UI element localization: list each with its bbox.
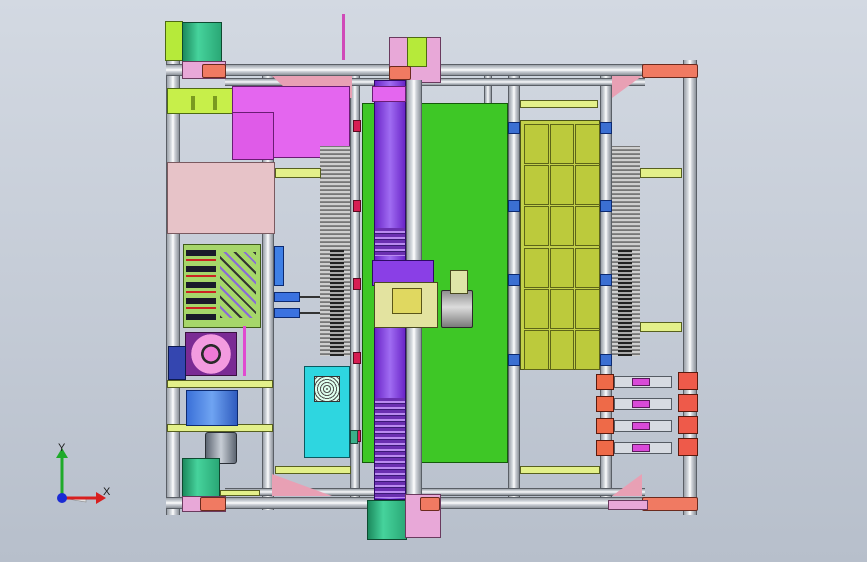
- frame-rail-mid-b: [508, 75, 520, 500]
- pcb-components: [220, 252, 256, 318]
- power-box-connector: [350, 430, 358, 444]
- tray-cell: [575, 288, 600, 329]
- tray-cell: [575, 329, 600, 370]
- yellow-spacer-1: [275, 168, 321, 178]
- tray-cell: [549, 124, 575, 165]
- connector-block-lower[interactable]: [274, 308, 300, 318]
- tray-cell: [524, 124, 549, 165]
- sensor-block[interactable]: [450, 270, 468, 294]
- tray-cell: [575, 165, 600, 206]
- axis-y-label: Y: [58, 442, 66, 454]
- tray-cell: [575, 124, 600, 165]
- clamp-magenta-tab: [632, 378, 650, 386]
- rail-clamp-3[interactable]: [508, 274, 520, 286]
- rail-clamp-6[interactable]: [600, 200, 612, 212]
- cooling-fan[interactable]: [185, 332, 237, 376]
- connector-block-upper[interactable]: [274, 292, 300, 302]
- tray-cell: [549, 329, 575, 370]
- cable-drag-chain[interactable]: [375, 398, 405, 498]
- corner-bracket-top-right[interactable]: [642, 64, 698, 78]
- rail-clamp-2[interactable]: [508, 200, 520, 212]
- printhead-nozzle[interactable]: [441, 290, 473, 328]
- cable-lower: [300, 312, 322, 314]
- frame-rail-right-inner: [600, 75, 612, 500]
- rail-clamp-5[interactable]: [600, 122, 612, 134]
- rail-clamp-1[interactable]: [508, 122, 520, 134]
- clamp-red-block[interactable]: [596, 418, 614, 434]
- yellow-crossbar-left-1: [167, 380, 273, 388]
- yellow-spacer-5: [640, 322, 682, 332]
- corner-bracket-bottom-left[interactable]: [200, 497, 226, 511]
- clamp-magenta-tab: [632, 444, 650, 452]
- clamp-red-block[interactable]: [596, 396, 614, 412]
- corner-bracket-bottom-right[interactable]: [642, 497, 698, 511]
- corner-bracket-top-left[interactable]: [202, 64, 226, 78]
- lead-screw-right-teeth: [618, 250, 632, 356]
- right-clamp-stack[interactable]: [596, 372, 700, 464]
- rail-clamp-7[interactable]: [600, 274, 612, 286]
- right-pink-plate: [608, 500, 648, 510]
- component-tray[interactable]: [520, 120, 600, 370]
- tray-cell: [575, 247, 600, 288]
- pink-electronics-panel[interactable]: [167, 162, 275, 234]
- tray-cell: [549, 288, 575, 329]
- tray-cell: [524, 288, 549, 329]
- tray-cell: [549, 247, 575, 288]
- clamp-red-block[interactable]: [678, 416, 698, 434]
- frame-rail-mid-c: [484, 75, 492, 105]
- tray-cell: [524, 165, 549, 206]
- cable-pink: [243, 326, 246, 376]
- cable-upper: [300, 296, 322, 298]
- gantry-lime-block-top[interactable]: [407, 37, 427, 67]
- blue-motor-housing[interactable]: [186, 390, 238, 426]
- yellow-spacer-6: [520, 466, 600, 474]
- gusset-bottom-right: [612, 474, 642, 496]
- frame-rail-left-outer: [166, 60, 180, 515]
- clamp-red-block[interactable]: [678, 438, 698, 456]
- cable-antenna: [342, 14, 345, 60]
- purple-slider-top-block: [372, 86, 406, 102]
- clamp-red-block[interactable]: [596, 374, 614, 390]
- red-clip-4: [353, 352, 361, 364]
- clamp-magenta-tab: [632, 422, 650, 430]
- lime-mount-block-top[interactable]: [165, 21, 183, 61]
- tray-cell: [524, 329, 549, 370]
- red-clip-1: [353, 120, 361, 132]
- printhead-heater-block[interactable]: [392, 288, 422, 314]
- tray-cell: [524, 247, 549, 288]
- rail-clamp-8[interactable]: [600, 354, 612, 366]
- yellow-spacer-4: [640, 168, 682, 178]
- red-clip-3: [353, 278, 361, 290]
- lead-screw-left-teeth: [330, 250, 344, 356]
- rail-clamp-4[interactable]: [508, 354, 520, 366]
- tray-cell: [575, 206, 600, 247]
- gusset-bottom-left: [272, 474, 332, 496]
- yellow-spacer-3: [520, 100, 598, 108]
- stepper-motor-top-left[interactable]: [182, 22, 222, 64]
- clamp-red-block[interactable]: [678, 372, 698, 390]
- clamp-red-block[interactable]: [596, 440, 614, 456]
- axis-triad: [40, 440, 120, 510]
- blue-side-block[interactable]: [274, 246, 284, 286]
- stepper-motor-bottom-left[interactable]: [182, 458, 220, 500]
- magenta-plate-tab: [232, 112, 274, 160]
- tray-cell: [524, 206, 549, 247]
- tray-cell: [549, 206, 575, 247]
- tray-cell: [549, 165, 575, 206]
- gantry-bracket-bottom[interactable]: [420, 497, 440, 511]
- red-clip-2: [353, 200, 361, 212]
- stepper-motor-bottom-center[interactable]: [367, 500, 407, 540]
- yellow-bar-bottom-left: [220, 490, 260, 496]
- cable-drag-chain-upper: [375, 228, 405, 256]
- yellow-spacer-2: [275, 466, 351, 474]
- fan-dark-frame: [168, 346, 186, 380]
- pcb-driver-chips: [186, 250, 216, 320]
- power-box-fan-grille: [314, 376, 340, 402]
- clamp-red-block[interactable]: [678, 394, 698, 412]
- gantry-bracket-top[interactable]: [389, 66, 411, 80]
- axis-x-label: X: [103, 486, 111, 498]
- clamp-magenta-tab: [632, 400, 650, 408]
